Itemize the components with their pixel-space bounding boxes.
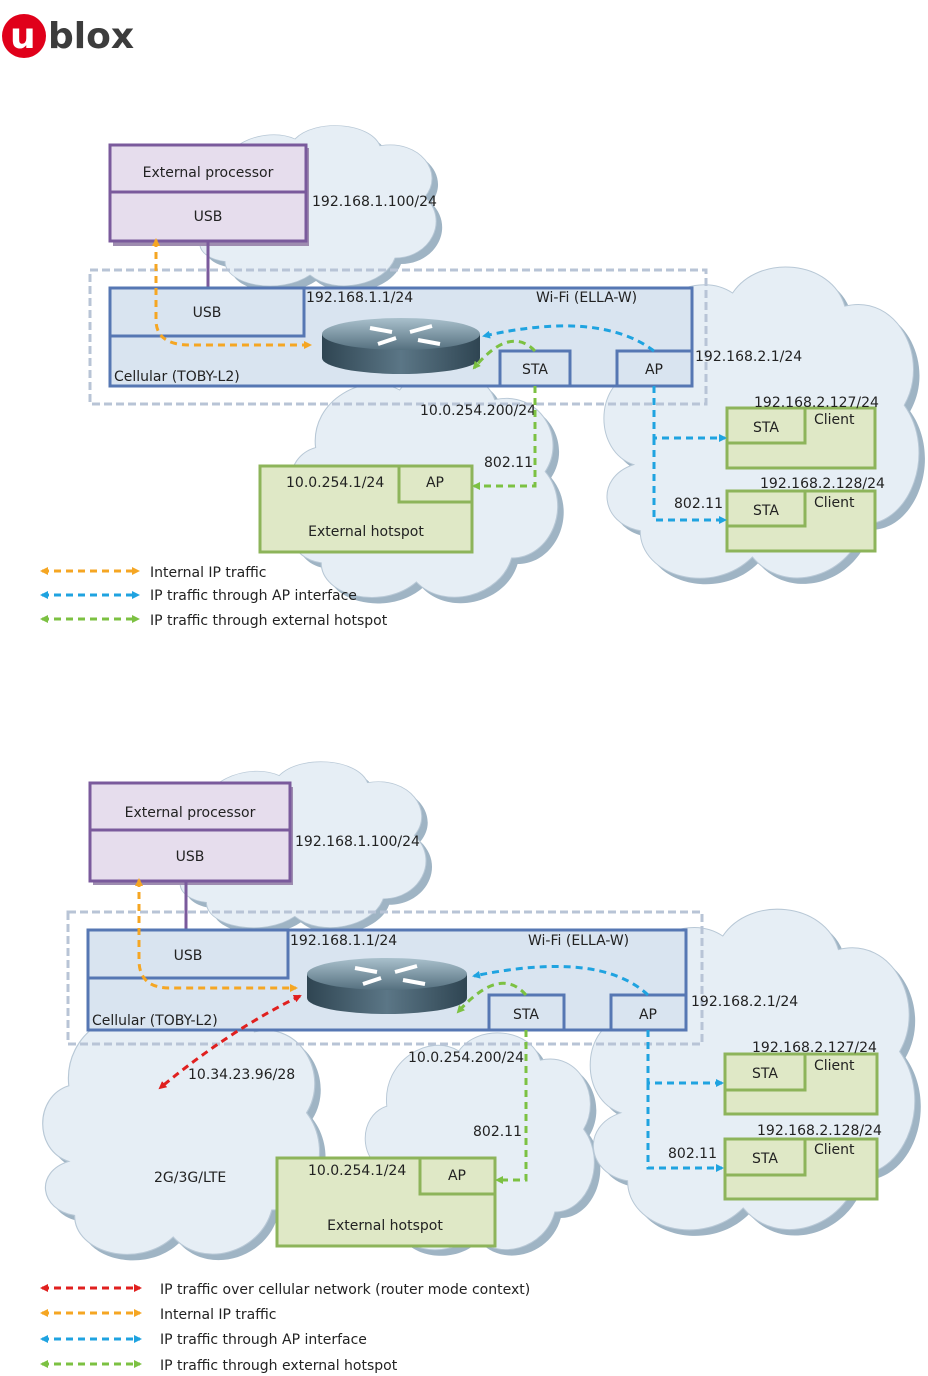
module-outline-b [66, 910, 704, 1046]
ap-traffic-arrow-client-2-b [646, 1083, 724, 1172]
external-processor-box-b: External processor USB [88, 781, 293, 885]
client-1-name-label-b: Client [814, 1058, 855, 1074]
legend-bottom-item-ap: IP traffic through AP interface [40, 1332, 367, 1348]
hotspot-name-label: External hotspot [308, 524, 424, 540]
client-1-box: STA Client [725, 406, 877, 470]
client-2-sta-label: STA [753, 503, 779, 519]
hotspot-link-label-b: 802.11 [473, 1124, 522, 1140]
client-2-name-label-b: Client [814, 1142, 855, 1158]
external-hotspot-box: 10.0.254.1/24 AP External hotspot [258, 464, 474, 554]
client-link-label: 802.11 [674, 496, 723, 512]
cellular-label-b: Cellular (TOBY-L2) [92, 1013, 218, 1029]
client-1-ip-label-b: 192.168.2.127/24 [752, 1040, 877, 1056]
legend-top-label-0: Internal IP traffic [150, 565, 266, 581]
client-1-sta-label-b: STA [752, 1066, 778, 1082]
ext-processor-label: External processor [143, 165, 274, 181]
hotspot-traffic-arrow-to-router [472, 339, 537, 370]
ap-traffic-arrow-to-router [482, 324, 655, 353]
hotspot-ip-label: 10.0.254.1/24 [286, 475, 384, 491]
legend-top-item-hotspot: IP traffic through external hotspot [40, 613, 388, 629]
hotspot-traffic-arrow-to-hotspot [472, 386, 537, 490]
cellular-traffic-arrow [158, 994, 302, 1090]
wifi-label-b: Wi-Fi (ELLA-W) [528, 933, 629, 949]
client-2-name-label: Client [814, 495, 855, 511]
legend-bottom-item-cellular: IP traffic over cellular network (router… [40, 1282, 530, 1298]
cellular-label: Cellular (TOBY-L2) [114, 369, 240, 385]
ap-ip-label: 192.168.2.1/24 [695, 349, 802, 365]
module-usb-label: USB [193, 305, 222, 321]
ublox-logo: u blox [2, 14, 134, 58]
logo-circle [2, 14, 46, 58]
legend-top: Internal IP traffic IP traffic through A… [40, 565, 388, 629]
client-2-box-b: STA Client [723, 1137, 879, 1201]
sta-box [498, 349, 572, 388]
router-icon-b [307, 958, 467, 1014]
client-2-box: STA Client [725, 489, 877, 553]
legend-bottom: IP traffic over cellular network (router… [40, 1282, 530, 1374]
ap-traffic-arrow-to-router-b [472, 964, 650, 997]
cell-network-label: 2G/3G/LTE [154, 1170, 226, 1186]
client-2-ip-label-b: 192.168.2.128/24 [757, 1123, 882, 1139]
hotspot-ap-label-b: AP [448, 1168, 466, 1184]
ap-traffic-arrow-client-2 [652, 438, 727, 524]
external-processor-box: External processor USB [108, 143, 309, 246]
internal-traffic-arrow-b [135, 878, 298, 992]
ext-processor-label-b: External processor [125, 805, 256, 821]
legend-top-item-ap: IP traffic through AP interface [40, 588, 357, 604]
ext-ip-label: 192.168.1.100/24 [312, 194, 437, 210]
router-ip-label-b: 192.168.1.1/24 [290, 933, 397, 949]
sta-label-b: STA [513, 1007, 539, 1023]
cell-ip-label: 10.34.23.96/28 [188, 1067, 295, 1083]
legend-bottom-label-0: IP traffic over cellular network (router… [160, 1282, 530, 1298]
ap-ip-label-b: 192.168.2.1/24 [691, 994, 798, 1010]
ap-box [615, 349, 694, 388]
hotspot-ap-label: AP [426, 475, 444, 491]
legend-bottom-label-2: IP traffic through AP interface [160, 1332, 367, 1348]
ext-usb-label-b: USB [176, 849, 205, 865]
ap-label: AP [645, 362, 663, 378]
hotspot-link-label: 802.11 [484, 455, 533, 471]
client-1-ip-label: 192.168.2.127/24 [754, 395, 879, 411]
hotspot-traffic-arrow-to-hotspot-b [495, 1030, 528, 1184]
logo-rest: blox [48, 16, 134, 57]
client-link-label-b: 802.11 [668, 1146, 717, 1162]
ext-usb-label: USB [194, 209, 223, 225]
ext-ip-label-b: 192.168.1.100/24 [295, 834, 420, 850]
legend-top-label-2: IP traffic through external hotspot [150, 613, 388, 629]
sta-label: STA [522, 362, 548, 378]
legend-bottom-item-internal: Internal IP traffic [40, 1307, 276, 1323]
wifi-label: Wi-Fi (ELLA-W) [536, 290, 637, 306]
module-usb-label-b: USB [174, 948, 203, 964]
client-1-name-label: Client [814, 412, 855, 428]
legend-top-item-internal: Internal IP traffic [40, 565, 266, 581]
sta-ip-label: 10.0.254.200/24 [420, 403, 536, 419]
legend-bottom-label-3: IP traffic through external hotspot [160, 1358, 398, 1374]
client-2-sta-label-b: STA [752, 1151, 778, 1167]
legend-top-label-1: IP traffic through AP interface [150, 588, 357, 604]
external-hotspot-box-b: 10.0.254.1/24 AP External hotspot [275, 1156, 497, 1248]
diagram-top: External processor USB 192.168.1.100/24 … [90, 126, 925, 604]
client-2-ip-label: 192.168.2.128/24 [760, 476, 885, 492]
sta-ip-label-b: 10.0.254.200/24 [408, 1050, 524, 1066]
ap-label-b: AP [639, 1007, 657, 1023]
legend-bottom-label-1: Internal IP traffic [160, 1307, 276, 1323]
client-1-sta-label: STA [753, 420, 779, 436]
router-ip-label: 192.168.1.1/24 [306, 290, 413, 306]
hotspot-ip-label-b: 10.0.254.1/24 [308, 1163, 406, 1179]
hotspot-name-label-b: External hotspot [327, 1218, 443, 1234]
module-outline [88, 268, 708, 406]
legend-bottom-item-hotspot: IP traffic through external hotspot [40, 1358, 398, 1374]
internal-traffic-arrow [152, 238, 312, 349]
client-1-box-b: STA Client [723, 1052, 879, 1116]
diagram-bottom: External processor USB 192.168.1.100/24 … [43, 762, 921, 1261]
router-icon [322, 318, 480, 374]
logo-u: u [10, 16, 36, 57]
